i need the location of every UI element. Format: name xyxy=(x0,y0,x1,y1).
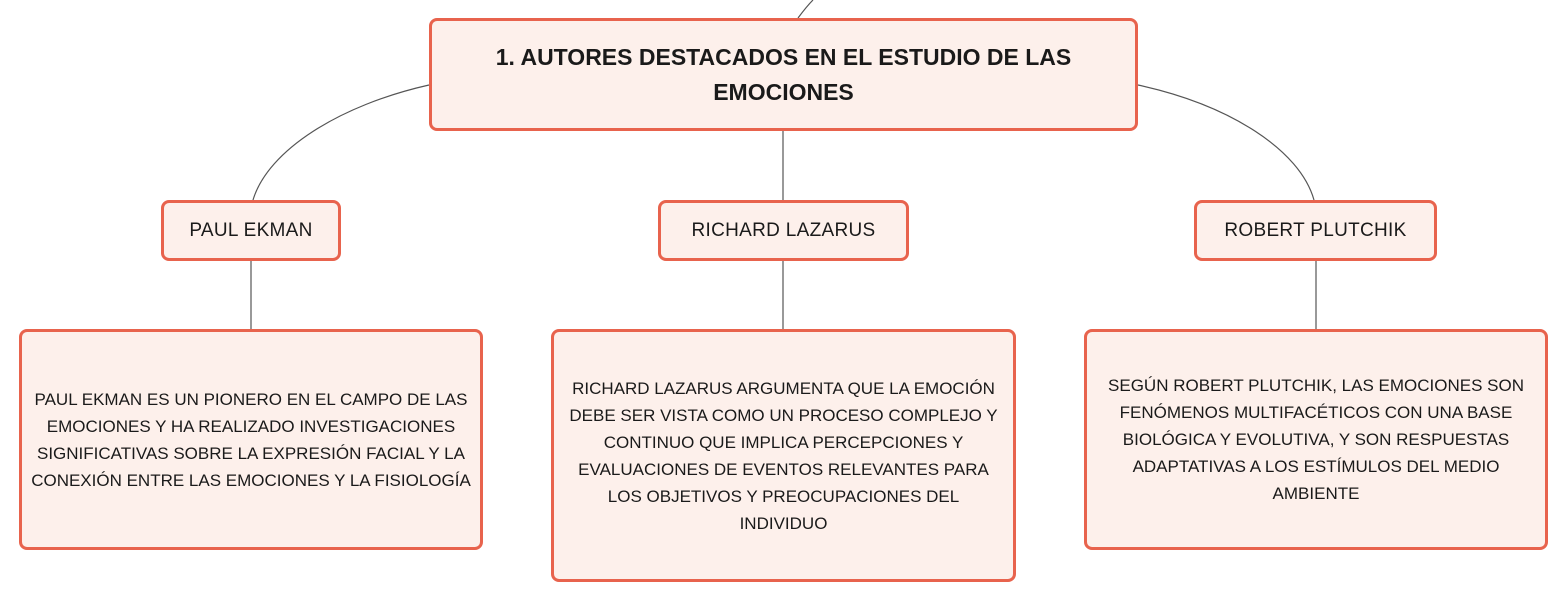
author-name: PAUL EKMAN xyxy=(189,219,313,241)
author-name: RICHARD LAZARUS xyxy=(691,219,876,241)
root-topic-title: 1. AUTORES DESTACADOS EN EL ESTUDIO DE L… xyxy=(495,43,1072,105)
author-node-robert-plutchik[interactable]: ROBERT PLUTCHIK xyxy=(1194,200,1437,261)
description-node-paul-ekman[interactable]: PAUL EKMAN ES UN PIONERO EN EL CAMPO DE … xyxy=(19,329,483,550)
connector-root-plutchik xyxy=(1137,84,1315,201)
root-topic-node[interactable]: 1. AUTORES DESTACADOS EN EL ESTUDIO DE L… xyxy=(429,18,1138,131)
author-node-richard-lazarus[interactable]: RICHARD LAZARUS xyxy=(658,200,909,261)
description-text: PAUL EKMAN ES UN PIONERO EN EL CAMPO DE … xyxy=(31,389,471,490)
description-text: RICHARD LAZARUS ARGUMENTA QUE LA EMOCIÓN… xyxy=(569,378,998,533)
connector-root-ekman xyxy=(252,84,430,201)
author-name: ROBERT PLUTCHIK xyxy=(1224,219,1407,241)
description-text: SEGÚN ROBERT PLUTCHIK, LAS EMOCIONES SON… xyxy=(1108,376,1524,503)
description-node-robert-plutchik[interactable]: SEGÚN ROBERT PLUTCHIK, LAS EMOCIONES SON… xyxy=(1084,329,1548,550)
connector-root-parent xyxy=(797,0,814,19)
author-node-paul-ekman[interactable]: PAUL EKMAN xyxy=(161,200,341,261)
description-node-richard-lazarus[interactable]: RICHARD LAZARUS ARGUMENTA QUE LA EMOCIÓN… xyxy=(551,329,1016,582)
